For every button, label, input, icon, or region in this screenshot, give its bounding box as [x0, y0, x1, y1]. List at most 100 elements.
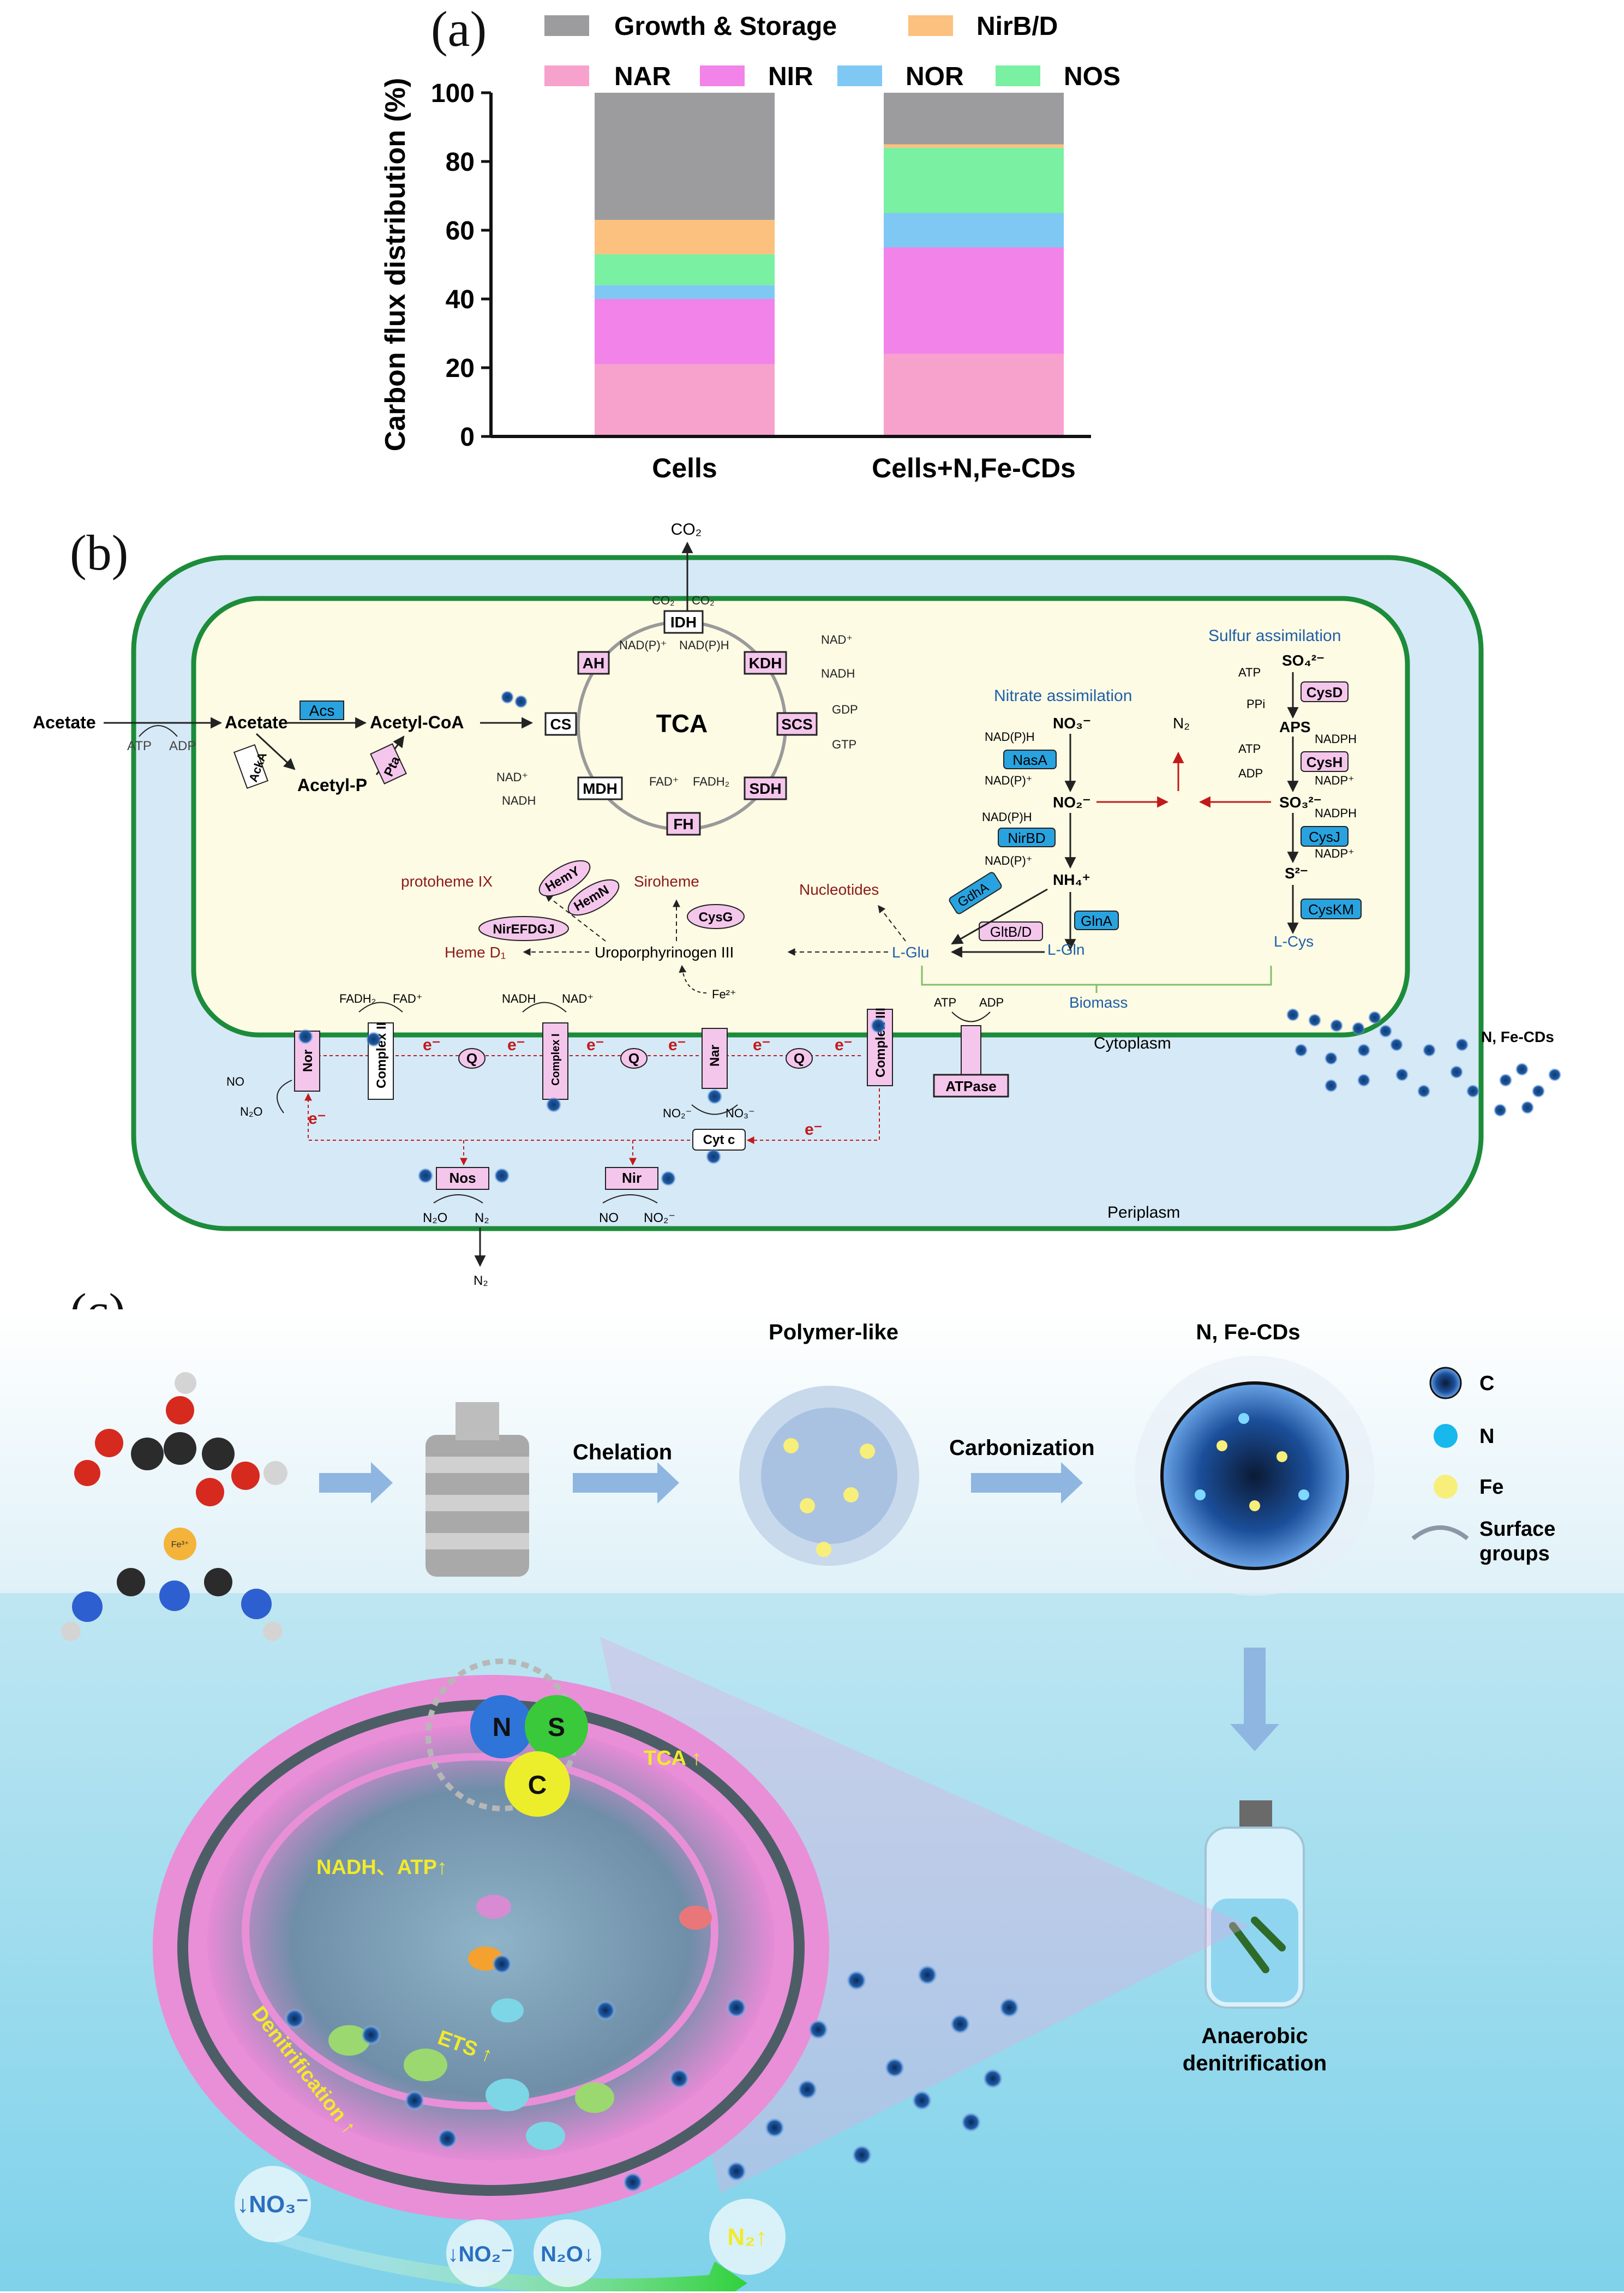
nos-label: Nos — [449, 1170, 476, 1186]
enzyme-ah-label: AH — [583, 655, 604, 672]
atpase-stalk — [961, 1025, 981, 1075]
legend-label-nor: NOR — [906, 62, 964, 91]
legend-c: C N Fe Surface groups — [1411, 1367, 1555, 1565]
nos-box — [436, 1167, 489, 1190]
gdha-box — [949, 872, 1002, 914]
cysg-label: CysG — [699, 910, 733, 925]
x-tick-label-0: Cells — [652, 453, 717, 483]
legend-label-nos: NOS — [1064, 62, 1120, 91]
cysh-box — [1301, 751, 1349, 772]
bar-nir-1 — [884, 247, 1064, 354]
bar-nor-1 — [884, 213, 1064, 248]
legend-swatch-growth — [544, 15, 589, 36]
fe3-label: Fe³⁺ — [171, 1540, 189, 1549]
nitrogen-flow-arrow — [273, 2231, 747, 2291]
panel-b-label: (b) — [70, 525, 129, 580]
stacked-bar-chart: Growth & Storage NirB/D NAR NIR NOR NOS … — [380, 12, 1120, 483]
y-tick-label-3: 60 — [446, 217, 475, 246]
enzyme-fh — [666, 812, 701, 836]
glna-label: GlnA — [1081, 913, 1112, 929]
cytc-label: Cyt c — [703, 1133, 735, 1147]
atp-label: ATP — [127, 739, 152, 753]
cysj-box — [1301, 826, 1349, 847]
cysh-label: CysH — [1307, 754, 1343, 770]
nirefdgj-oval — [478, 916, 569, 941]
legend-surface-2: groups — [1479, 1542, 1550, 1565]
legend: Growth & Storage NirB/D NAR NIR NOR NOS — [544, 12, 1120, 91]
cysh-nadp: NADP⁺ — [1315, 774, 1355, 787]
cysh-nadph: NADPH — [1315, 732, 1357, 746]
enzyme-fh-label: FH — [673, 816, 693, 833]
legend-label-nirbd: NirB/D — [976, 12, 1058, 41]
nirbd-nadp: NAD(P)⁺ — [985, 854, 1032, 867]
nor-label: Nor — [301, 1050, 315, 1072]
cyskm-box — [1301, 899, 1362, 919]
nirbd-nadph: NAD(P)H — [982, 810, 1032, 824]
q-3-label: Q — [794, 1050, 805, 1067]
legend-swatch-nor — [837, 65, 882, 86]
nasa-label: NasA — [1012, 752, 1047, 768]
cysh-adp: ADP — [1238, 767, 1263, 780]
enzyme-cs-label: CS — [550, 716, 572, 733]
acs-label: Acs — [309, 702, 335, 719]
legend-label-nir: NIR — [768, 62, 813, 91]
nos-n2-out: N₂ — [474, 1273, 488, 1288]
electron-6: e⁻ — [835, 1036, 853, 1054]
uroporphyrinogen: Uroporphyrinogen III — [595, 944, 734, 961]
ncds-label: N, Fe-CDs — [1481, 1028, 1554, 1045]
y-tick-label-2: 40 — [446, 285, 475, 314]
glna-box — [1074, 911, 1119, 930]
cytoplasm-label: Cytoplasm — [1094, 1034, 1171, 1052]
nor-n2o: N₂O — [240, 1105, 263, 1118]
down-arrow — [1230, 1648, 1279, 1751]
nh4-label: NH₄⁺ — [1053, 871, 1090, 888]
gear-cluster: N S C — [426, 1659, 588, 1817]
nor-no: NO — [226, 1075, 244, 1088]
nir-label: Nir — [622, 1170, 642, 1186]
so4-label: SO₄²⁻ — [1282, 652, 1325, 669]
no2-down-label: ↓NO₂⁻ — [448, 2242, 513, 2266]
nucleotides: Nucleotides — [799, 881, 879, 898]
acs-box — [299, 701, 344, 720]
reaction-vial — [1204, 1800, 1305, 2009]
nasa-nadph: NAD(P)H — [985, 730, 1035, 744]
nitrogen-species: ↓NO₃⁻ ↓NO₂⁻ N₂O↓ N₂↑ — [235, 2166, 786, 2287]
polymer-like-label: Polymer-like — [769, 1320, 898, 1344]
kdh-nad: NAD⁺ — [821, 633, 853, 646]
enzyme-cs — [544, 712, 577, 736]
tca-enzymes: CS AH IDH KDH SCS SDH FH MDH — [544, 610, 818, 836]
no3-label: NO₃⁻ — [1053, 715, 1091, 732]
cysj-label: CysJ — [1309, 829, 1340, 845]
legend-label-nar: NAR — [614, 62, 671, 91]
chelation-label: Chelation — [573, 1440, 672, 1464]
sulfur-ppi: PPi — [1247, 697, 1265, 711]
nir-box — [605, 1167, 658, 1190]
acka-box — [233, 744, 269, 789]
no3-down-label: ↓NO₃⁻ — [237, 2191, 309, 2218]
acetyl-coa: Acetyl-CoA — [370, 713, 464, 732]
sulfur-atp: ATP — [1238, 666, 1261, 679]
legend-surface-1: Surface — [1479, 1518, 1555, 1541]
autoclave-reactor — [426, 1402, 529, 1577]
cd-particles — [298, 1008, 1561, 1186]
nirbd-box — [998, 828, 1056, 847]
acetate-out: Acetate — [33, 713, 96, 732]
c1-nadh: NADH — [502, 992, 536, 1005]
atpase-label: ATPase — [945, 1078, 996, 1094]
cytoplasm-region — [191, 596, 1410, 1038]
no2-label: NO₂⁻ — [1053, 794, 1090, 811]
nos-n2: N₂ — [475, 1211, 489, 1225]
electron-1: e⁻ — [423, 1036, 441, 1054]
c2-fad: FAD⁺ — [393, 992, 422, 1005]
nasa-nadp: NAD(P)⁺ — [985, 774, 1032, 787]
q-3 — [786, 1048, 813, 1069]
electron-7: e⁻ — [308, 1110, 326, 1128]
sulfur-title: Sulfur assimilation — [1208, 627, 1341, 645]
l-glu: L-Glu — [892, 944, 929, 961]
nadh-atp-label: NADH、ATP↑ — [316, 1856, 447, 1879]
complex1-label: Complex I — [550, 1033, 562, 1086]
fh-fadh2: FADH₂ — [693, 775, 729, 788]
mdh-nadh: NADH — [502, 794, 536, 807]
anaerobic-label-2: denitrification — [1183, 2051, 1327, 2075]
